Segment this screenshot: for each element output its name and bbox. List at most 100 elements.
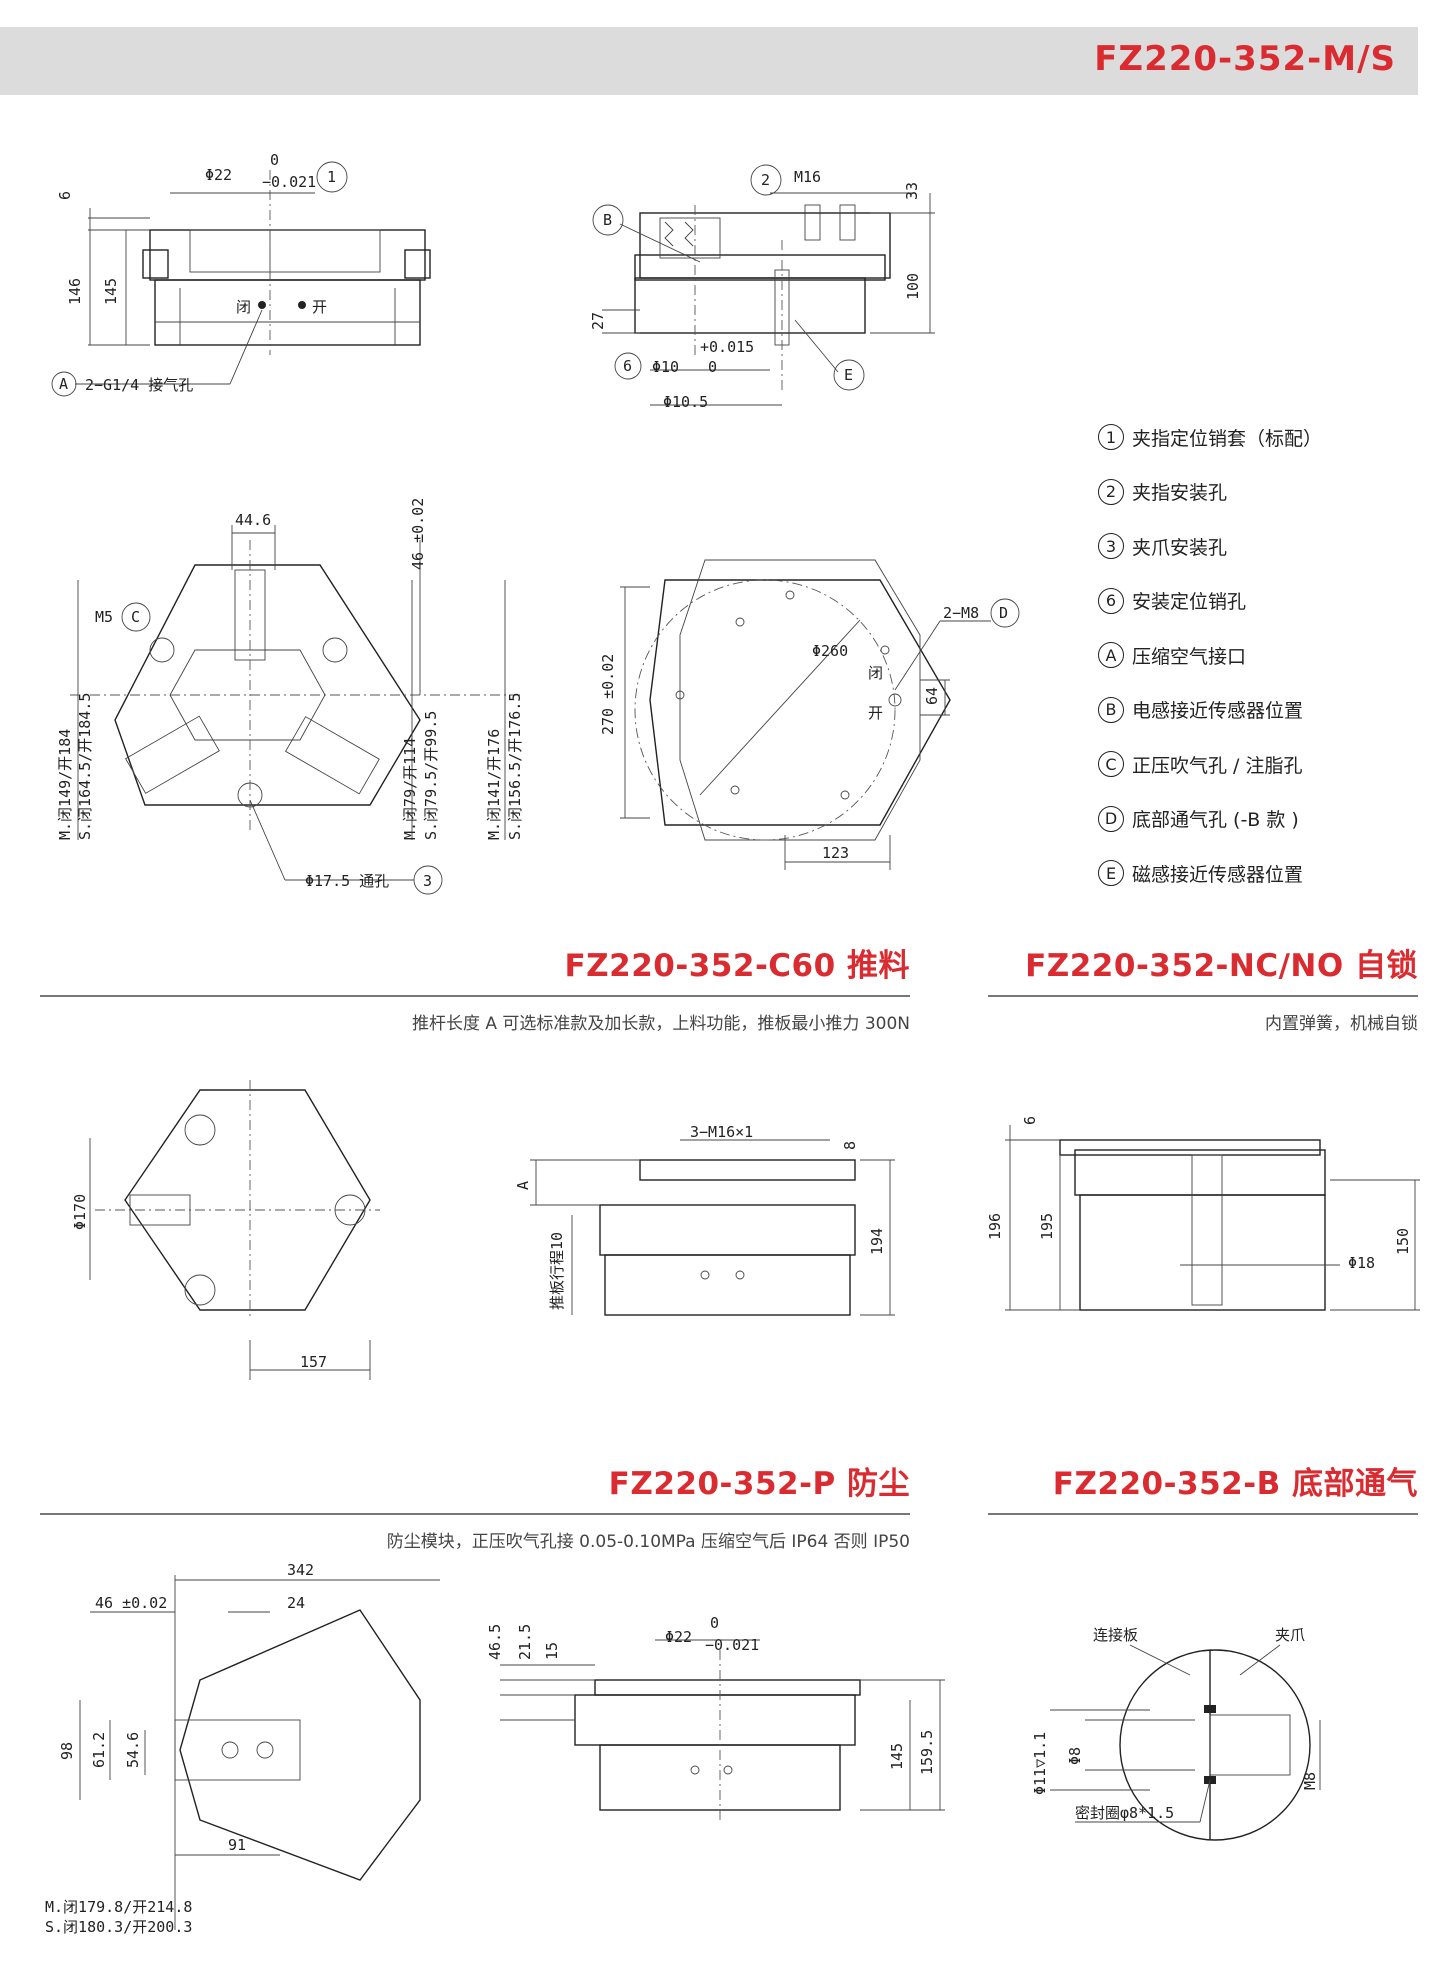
legend-text: 压缩空气接口 (1132, 645, 1247, 668)
b-detail-drawing: 连接板 夹爪 Φ11▽1.1 Φ8 M8 密封圈φ8*1.5 (1031, 1626, 1321, 1841)
legend-badge: 6 (1098, 587, 1124, 614)
p-tol-up: 0 (710, 1614, 719, 1632)
section-view-drawing: 2 M16 B 33 100 27 6 Φ10 +0.015 0 Φ10.5 E (589, 164, 935, 411)
section-c60: FZ220-352-C60 推料 推杆长度 A 可选标准款及加长款，上料功能，推… (40, 940, 910, 1034)
legend-badge: 2 (1098, 478, 1124, 505)
v1-callout-1: 1 (327, 168, 336, 186)
nc-h6: 6 (1021, 1116, 1039, 1125)
legend-text: 正压吹气孔 / 注脂孔 (1132, 754, 1303, 777)
v4-w123: 123 (822, 844, 849, 862)
legend-badge: 3 (1098, 533, 1124, 560)
legend-text: 夹爪安装孔 (1132, 536, 1228, 559)
model-title: FZ220-352-M/S (1094, 39, 1396, 79)
legend-text: 安装定位销孔 (1132, 591, 1247, 614)
p-h46: 46 ±0.02 (95, 1594, 167, 1612)
v2-tol-b: 0 (708, 358, 717, 376)
v2-h33: 33 (903, 182, 921, 200)
v4-close: 闭 (868, 664, 883, 682)
v3-h46: 46 ±0.02 (409, 498, 427, 570)
v3-d175: Φ17.5 通孔 (305, 872, 389, 890)
section-desc: 内置弹簧，机械自锁 (1265, 1013, 1418, 1034)
p-h15: 15 (543, 1642, 561, 1660)
b-seal: 密封圈φ8*1.5 (1075, 1804, 1174, 1822)
c60-stroke: 推板行程10 (548, 1232, 566, 1310)
b-d11: Φ11▽1.1 (1031, 1732, 1049, 1795)
v3-l4: S.闭79.5/开99.5 (422, 711, 440, 840)
section-title: FZ220-352-B 底部通气 (1052, 1466, 1418, 1502)
legend-item: C 正压吹气孔 / 注脂孔 (1098, 737, 1322, 792)
v2-m16: M16 (794, 168, 821, 186)
section-b: FZ220-352-B 底部通气 (988, 1458, 1418, 1515)
v4-callout-d: D (999, 604, 1008, 622)
v2-d105: Φ10.5 (663, 393, 708, 411)
p-w24: 24 (287, 1594, 305, 1612)
p-top-drawing: 342 46 ±0.02 24 98 61.2 54.6 91 M.闭179.8… (45, 1561, 440, 1936)
bottom-view-drawing: Φ260 2−M8 D 270 ±0.02 64 123 闭 开 (599, 559, 1020, 870)
section-divider (40, 995, 910, 997)
v3-l5: M.闭141/开176 (485, 729, 503, 840)
v3-l2: S.闭164.5/开184.5 (76, 693, 94, 840)
b-plate: 连接板 (1093, 1626, 1138, 1644)
p-d22: Φ22 (665, 1628, 692, 1646)
v4-h270: 270 ±0.02 (599, 654, 617, 735)
section-desc: 推杆长度 A 可选标准款及加长款，上料功能，推板最小推力 300N (411, 1013, 910, 1034)
v2-d10: Φ10 (652, 358, 679, 376)
c60-d170: Φ170 (71, 1194, 89, 1230)
section-title: FZ220-352-NC/NO 自锁 (1025, 948, 1418, 984)
v1-port-a: A (59, 375, 68, 393)
p-h546: 54.6 (124, 1732, 142, 1768)
v1-h6: 6 (56, 191, 74, 200)
v3-callout-c: C (131, 608, 140, 626)
legend-item: 3 夹爪安装孔 (1098, 519, 1322, 574)
section-title: FZ220-352-P 防尘 (608, 1466, 910, 1502)
section-ncno: FZ220-352-NC/NO 自锁 内置弹簧，机械自锁 (988, 940, 1418, 1034)
legend-text: 电感接近传感器位置 (1132, 700, 1304, 723)
v2-callout-e: E (844, 366, 853, 384)
section-title: FZ220-352-C60 推料 (564, 948, 910, 984)
legend-badge: A (1098, 642, 1124, 669)
v2-h27: 27 (589, 312, 607, 330)
c60-h8: 8 (841, 1141, 859, 1150)
top-view-drawing: 44.6 46 ±0.02 M5 C M.闭149/开184 S.闭164.5/… (56, 498, 524, 895)
c60-a: A (514, 1181, 532, 1190)
b-m8: M8 (1301, 1772, 1319, 1790)
legend-badge: B (1098, 696, 1124, 723)
nc-d18: Φ18 (1348, 1254, 1375, 1272)
legend-badge: D (1098, 805, 1124, 832)
v2-tol-a: +0.015 (700, 338, 754, 356)
legend-badge: C (1098, 751, 1124, 778)
nc-h195: 195 (1038, 1213, 1056, 1240)
legend-text: 磁感接近传感器位置 (1132, 863, 1304, 886)
b-jaw: 夹爪 (1275, 1626, 1305, 1644)
header-bar: FZ220-352-M/S (0, 27, 1418, 95)
v3-l3: M.闭79/开114 (401, 738, 419, 840)
p-side-drawing: 46.5 21.5 15 Φ22 0 −0.021 145 159.5 (486, 1614, 945, 1820)
v3-callout-3: 3 (423, 872, 432, 890)
p-w91: 91 (228, 1836, 246, 1854)
section-divider (988, 995, 1418, 997)
p-l1: M.闭179.8/开214.8 (45, 1898, 192, 1916)
nc-h150: 150 (1394, 1228, 1412, 1255)
legend-text: 底部通气孔 (-B 款 ) (1132, 809, 1299, 832)
p-h98: 98 (58, 1742, 76, 1760)
v1-h146: 146 (66, 278, 84, 305)
section-divider (40, 1513, 910, 1515)
p-h612: 61.2 (90, 1732, 108, 1768)
v4-open: 开 (868, 704, 883, 722)
p-h215: 21.5 (516, 1624, 534, 1660)
p-h465: 46.5 (486, 1624, 504, 1660)
section-divider (988, 1513, 1418, 1515)
p-w342: 342 (287, 1561, 314, 1579)
p-h145: 145 (888, 1743, 906, 1770)
v1-d22: Φ22 (205, 166, 232, 184)
c60-side-drawing: 3−M16×1 8 A 推板行程10 194 (514, 1123, 895, 1316)
v4-h64: 64 (923, 687, 941, 705)
v4-d260: Φ260 (812, 642, 848, 660)
legend-item: A 压缩空气接口 (1098, 628, 1322, 683)
legend-badge: 1 (1098, 424, 1124, 451)
